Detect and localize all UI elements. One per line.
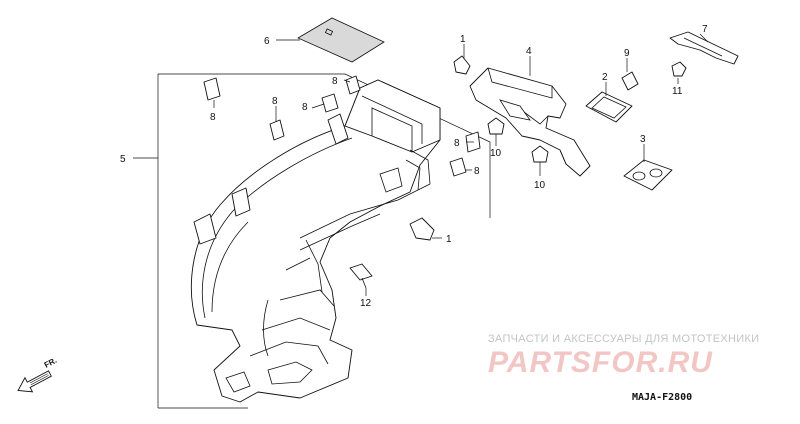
part-1-clips — [409, 55, 471, 241]
front-label: FR. — [43, 356, 59, 370]
callout-8-right-lower: 8 — [474, 166, 480, 177]
watermark-tagline: ЗАПЧАСТИ И АКСЕССУАРЫ ДЛЯ МОТОТЕХНИКИ — [488, 333, 759, 345]
leader-lines — [213, 33, 709, 296]
part-9-bulb — [621, 71, 639, 91]
callout-1-top: 1 — [460, 34, 466, 45]
callout-10-upper: 10 — [490, 148, 502, 159]
callout-2: 2 — [602, 72, 608, 83]
callout-8-left: 8 — [210, 112, 216, 123]
callout-8-top: 8 — [332, 76, 338, 87]
callout-6: 6 — [264, 36, 270, 47]
callout-8-mid: 8 — [272, 96, 278, 107]
front-direction-arrow: FR. — [17, 356, 59, 393]
watermark-brand: PARTSFOR.RU — [488, 346, 713, 379]
callout-8-inner: 8 — [302, 102, 308, 113]
callout-8-right-upper: 8 — [454, 138, 460, 149]
part-3-license-light — [623, 159, 673, 191]
part-8-clips — [203, 75, 481, 177]
part-10-nuts — [487, 117, 549, 163]
callout-1-lower: 1 — [446, 234, 452, 245]
callout-3: 3 — [640, 134, 646, 145]
drawing-code: MAJA-F2800 — [632, 392, 692, 403]
part-12-bolt — [349, 263, 373, 289]
part-2-reflector — [585, 91, 633, 123]
callout-7: 7 — [702, 24, 708, 35]
callout-4: 4 — [526, 46, 532, 57]
rear-fender — [190, 79, 441, 403]
callout-9: 9 — [624, 48, 630, 59]
part-7-strip — [669, 31, 739, 65]
callout-5: 5 — [120, 154, 126, 165]
part-4-bracket — [469, 67, 591, 177]
part-6-sheet — [297, 17, 385, 63]
callout-12: 12 — [360, 298, 372, 309]
part-11-nut — [671, 61, 687, 77]
callout-11: 11 — [672, 86, 683, 97]
callout-10-lower: 10 — [534, 180, 546, 191]
